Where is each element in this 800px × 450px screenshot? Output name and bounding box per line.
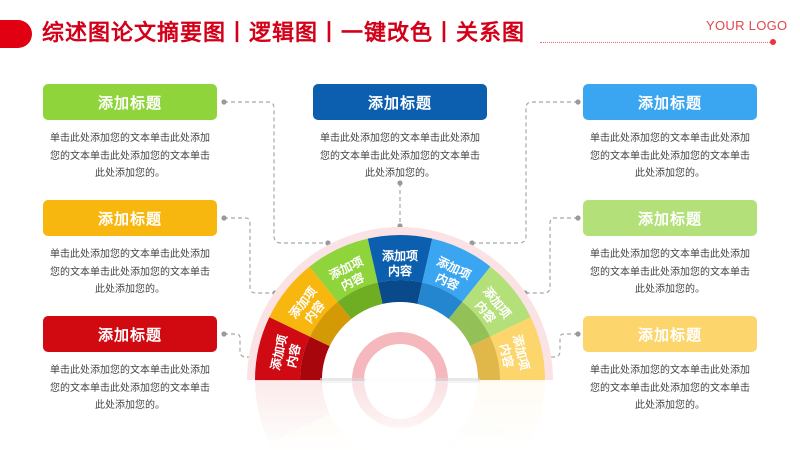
connector-lines [224,101,578,358]
card-left-3: 添加标题 单击此处添加您的文本单击此处添加您的文本单击此处添加您的文本单击此处添… [43,316,217,415]
segment-label[interactable]: 添加项内容 [382,248,418,278]
card-right-3: 添加标题 单击此处添加您的文本单击此处添加您的文本单击此处添加您的文本单击此处添… [583,316,757,415]
card-title-button[interactable]: 添加标题 [43,84,217,120]
segment-inner-band [470,336,500,380]
segment-inner-band [417,282,463,320]
card-body-text[interactable]: 单击此处添加您的文本单击此处添加您的文本单击此处添加您的文本单击此处添加您的。 [590,133,750,179]
card-body-text[interactable]: 单击此处添加您的文本单击此处添加您的文本单击此处添加您的文本单击此处添加您的。 [590,365,750,411]
segment-4[interactable] [367,234,433,283]
card-title-button[interactable]: 添加标题 [583,84,757,120]
header-divider-dot [770,39,776,45]
card-title-button[interactable]: 添加标题 [43,200,217,236]
card-body-text[interactable]: 单击此处添加您的文本单击此处添加您的文本单击此处添加您的文本单击此处添加您的。 [50,249,210,295]
card-title-button[interactable]: 添加标题 [583,200,757,236]
card-right-2: 添加标题 单击此处添加您的文本单击此处添加您的文本单击此处添加您的文本单击此处添… [583,200,757,299]
card-right-1: 添加标题 单击此处添加您的文本单击此处添加您的文本单击此处添加您的文本单击此处添… [583,84,757,183]
card-left-1: 添加标题 单击此处添加您的文本单击此处添加您的文本单击此处添加您的文本单击此处添… [43,84,217,183]
header-divider [540,42,772,43]
segment-1[interactable] [255,317,310,380]
logo-text: YOUR LOGO [706,18,788,33]
title-accent-pill [0,20,32,48]
segment-3[interactable] [309,238,378,302]
segment-inner-band [309,301,352,347]
card-body-text[interactable]: 单击此处添加您的文本单击此处添加您的文本单击此处添加您的文本单击此处添加您的。 [590,249,750,295]
card-body-text[interactable]: 单击此处添加您的文本单击此处添加您的文本单击此处添加您的文本单击此处添加您的。 [50,133,210,179]
semicircle-segments: 添加项内容添加项内容添加项内容添加项内容添加项内容添加项内容添加项内容 [255,234,545,380]
card-title-button[interactable]: 添加标题 [583,316,757,352]
card-title-button[interactable]: 添加标题 [43,316,217,352]
segment-7[interactable] [490,317,545,380]
card-left-2: 添加标题 单击此处添加您的文本单击此处添加您的文本单击此处添加您的文本单击此处添… [43,200,217,299]
card-title-button[interactable]: 添加标题 [313,84,487,120]
segment-inner-band [337,282,383,320]
segment-inner-band [448,301,491,347]
card-center: 添加标题 单击此处添加您的文本单击此处添加您的文本单击此处添加您的文本单击此处添… [313,84,487,183]
card-body-text[interactable]: 单击此处添加您的文本单击此处添加您的文本单击此处添加您的文本单击此处添加您的。 [320,133,480,179]
card-body-text[interactable]: 单击此处添加您的文本单击此处添加您的文本单击此处添加您的文本单击此处添加您的。 [50,365,210,411]
segment-inner-band [377,280,423,304]
segment-2[interactable] [269,266,338,337]
segment-5[interactable] [422,238,491,302]
page-title: 综述图论文摘要图丨逻辑图丨一键改色丨关系图 [42,21,526,46]
segment-6[interactable] [462,266,531,337]
segment-inner-band [300,336,330,380]
